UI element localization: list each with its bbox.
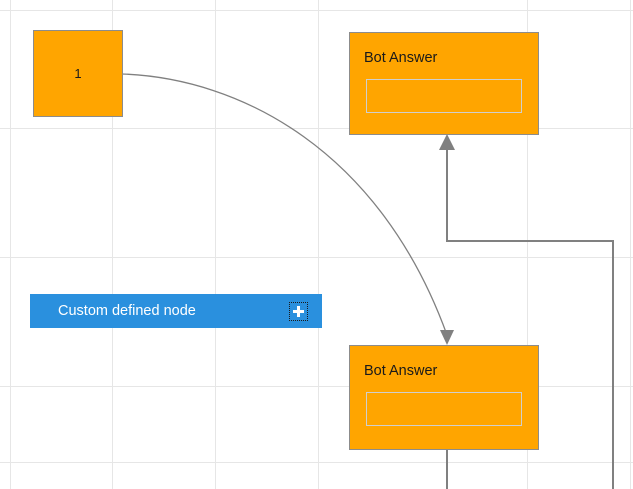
flow-node-bot-answer-bottom[interactable]: Bot Answer <box>349 345 539 450</box>
edge-orthogonal-arrowhead <box>439 134 455 150</box>
flow-node-1[interactable]: 1 <box>33 30 123 117</box>
plus-icon[interactable] <box>289 301 308 321</box>
flow-node-bot-answer-top-slot[interactable] <box>366 79 522 113</box>
flow-node-bot-answer-bottom-slot[interactable] <box>366 392 522 426</box>
flow-node-1-label: 1 <box>74 66 82 81</box>
flow-node-bot-answer-bottom-title: Bot Answer <box>364 363 438 379</box>
flow-node-bot-answer-top-title: Bot Answer <box>364 50 438 66</box>
edge-curved-arrowhead <box>440 330 454 345</box>
palette-item-custom-defined-node[interactable]: Custom defined node <box>30 294 322 328</box>
palette-item-label: Custom defined node <box>58 302 196 319</box>
flow-node-bot-answer-top[interactable]: Bot Answer <box>349 32 539 135</box>
